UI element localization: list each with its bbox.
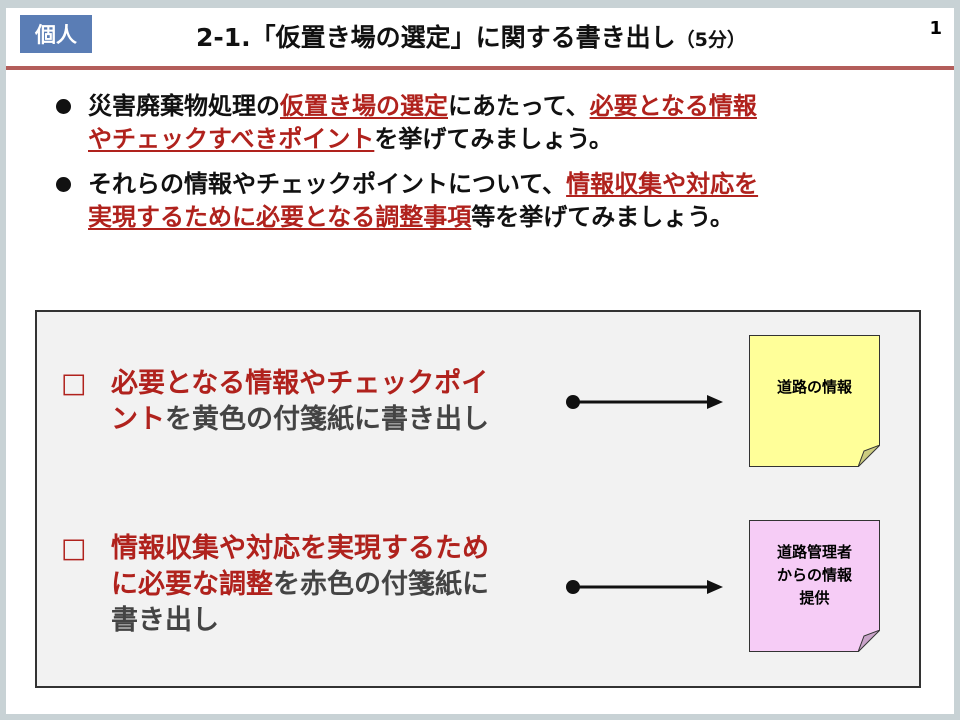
text-line: 実現するために必要となる調整事項等を挙げてみましょう。 (88, 201, 934, 234)
highlighted-text: に必要な調整 (111, 569, 273, 600)
slide: 個人 2-1.「仮置き場の選定」に関する書き出し（5分） 1 災害廃棄物処理の仮… (6, 8, 954, 714)
text-segment: にあたって、 (448, 92, 590, 120)
text-line: それらの情報やチェックポイントについて、情報収集や対応を (88, 168, 934, 201)
bullet-dot-icon (56, 177, 71, 192)
text-line: 災害廃棄物処理の仮置き場の選定にあたって、必要となる情報 (88, 90, 934, 123)
note-text: からの情報 (776, 566, 852, 584)
text-segment: 書き出し (111, 605, 219, 636)
highlighted-text: 必要となる情報 (589, 92, 757, 120)
text-line: ントを黄色の付箋紙に書き出し (111, 402, 489, 438)
instruction-box: □ 必要となる情報やチェックポイントを黄色の付箋紙に書き出し □ 情報収集や対応… (35, 310, 921, 688)
page-number: 1 (929, 18, 942, 39)
text-segment: を黄色の付箋紙に書き出し (165, 404, 489, 435)
note-text: 道路管理者 (776, 543, 852, 561)
text-segment: それらの情報やチェックポイントについて、 (88, 170, 567, 198)
note-text: 提供 (799, 589, 830, 607)
highlighted-text: ント (111, 404, 165, 435)
text-segment: 等を挙げてみましょう。 (471, 203, 734, 231)
highlighted-text: 実現するために必要となる調整事項 (88, 203, 472, 231)
highlighted-text: 情報収集や対応を実現するため (111, 533, 489, 564)
title-text: 2-1.「仮置き場の選定」に関する書き出し (196, 23, 676, 52)
text-segment: を挙げてみましょう。 (374, 125, 613, 153)
bullet-list: 災害廃棄物処理の仮置き場の選定にあたって、必要となる情報やチェックすべきポイント… (54, 90, 934, 246)
text-segment: 災害廃棄物処理の (88, 92, 280, 120)
arrow-icon (566, 395, 723, 409)
bullet-item: それらの情報やチェックポイントについて、情報収集や対応を実現するために必要となる… (54, 168, 934, 234)
sticky-note-yellow: 道路の情報 (749, 335, 880, 467)
text-line: 情報収集や対応を実現するため (111, 531, 489, 567)
page-curl-icon (858, 630, 880, 652)
text-line: に必要な調整を赤色の付箋紙に (111, 567, 489, 603)
checkbox-square-icon: □ (61, 533, 87, 564)
text-line: 必要となる情報やチェックポイ (111, 366, 489, 402)
arrow-icon (566, 580, 723, 594)
sticky-note-pink: 道路管理者 からの情報 提供 (749, 520, 880, 652)
bullet-dot-icon (56, 99, 71, 114)
highlighted-text: 仮置き場の選定 (280, 92, 448, 120)
checkbox-square-icon: □ (61, 368, 87, 399)
highlighted-text: 情報収集や対応を (566, 170, 759, 198)
bullet-item: 災害廃棄物処理の仮置き場の選定にあたって、必要となる情報やチェックすべきポイント… (54, 90, 934, 156)
text-segment: を赤色の付箋紙に (273, 569, 489, 600)
text-line: やチェックすべきポイントを挙げてみましょう。 (88, 123, 934, 156)
page-curl-icon (858, 445, 880, 467)
title-divider (6, 66, 954, 70)
highlighted-text: やチェックすべきポイント (88, 125, 375, 153)
slide-title: 2-1.「仮置き場の選定」に関する書き出し（5分） (196, 18, 746, 54)
title-duration: （5分） (675, 29, 746, 51)
highlighted-text: 必要となる情報やチェックポイ (111, 368, 489, 399)
individual-badge: 個人 (20, 15, 92, 53)
text-line: 書き出し (111, 603, 489, 639)
note-text: 道路の情報 (776, 378, 852, 396)
